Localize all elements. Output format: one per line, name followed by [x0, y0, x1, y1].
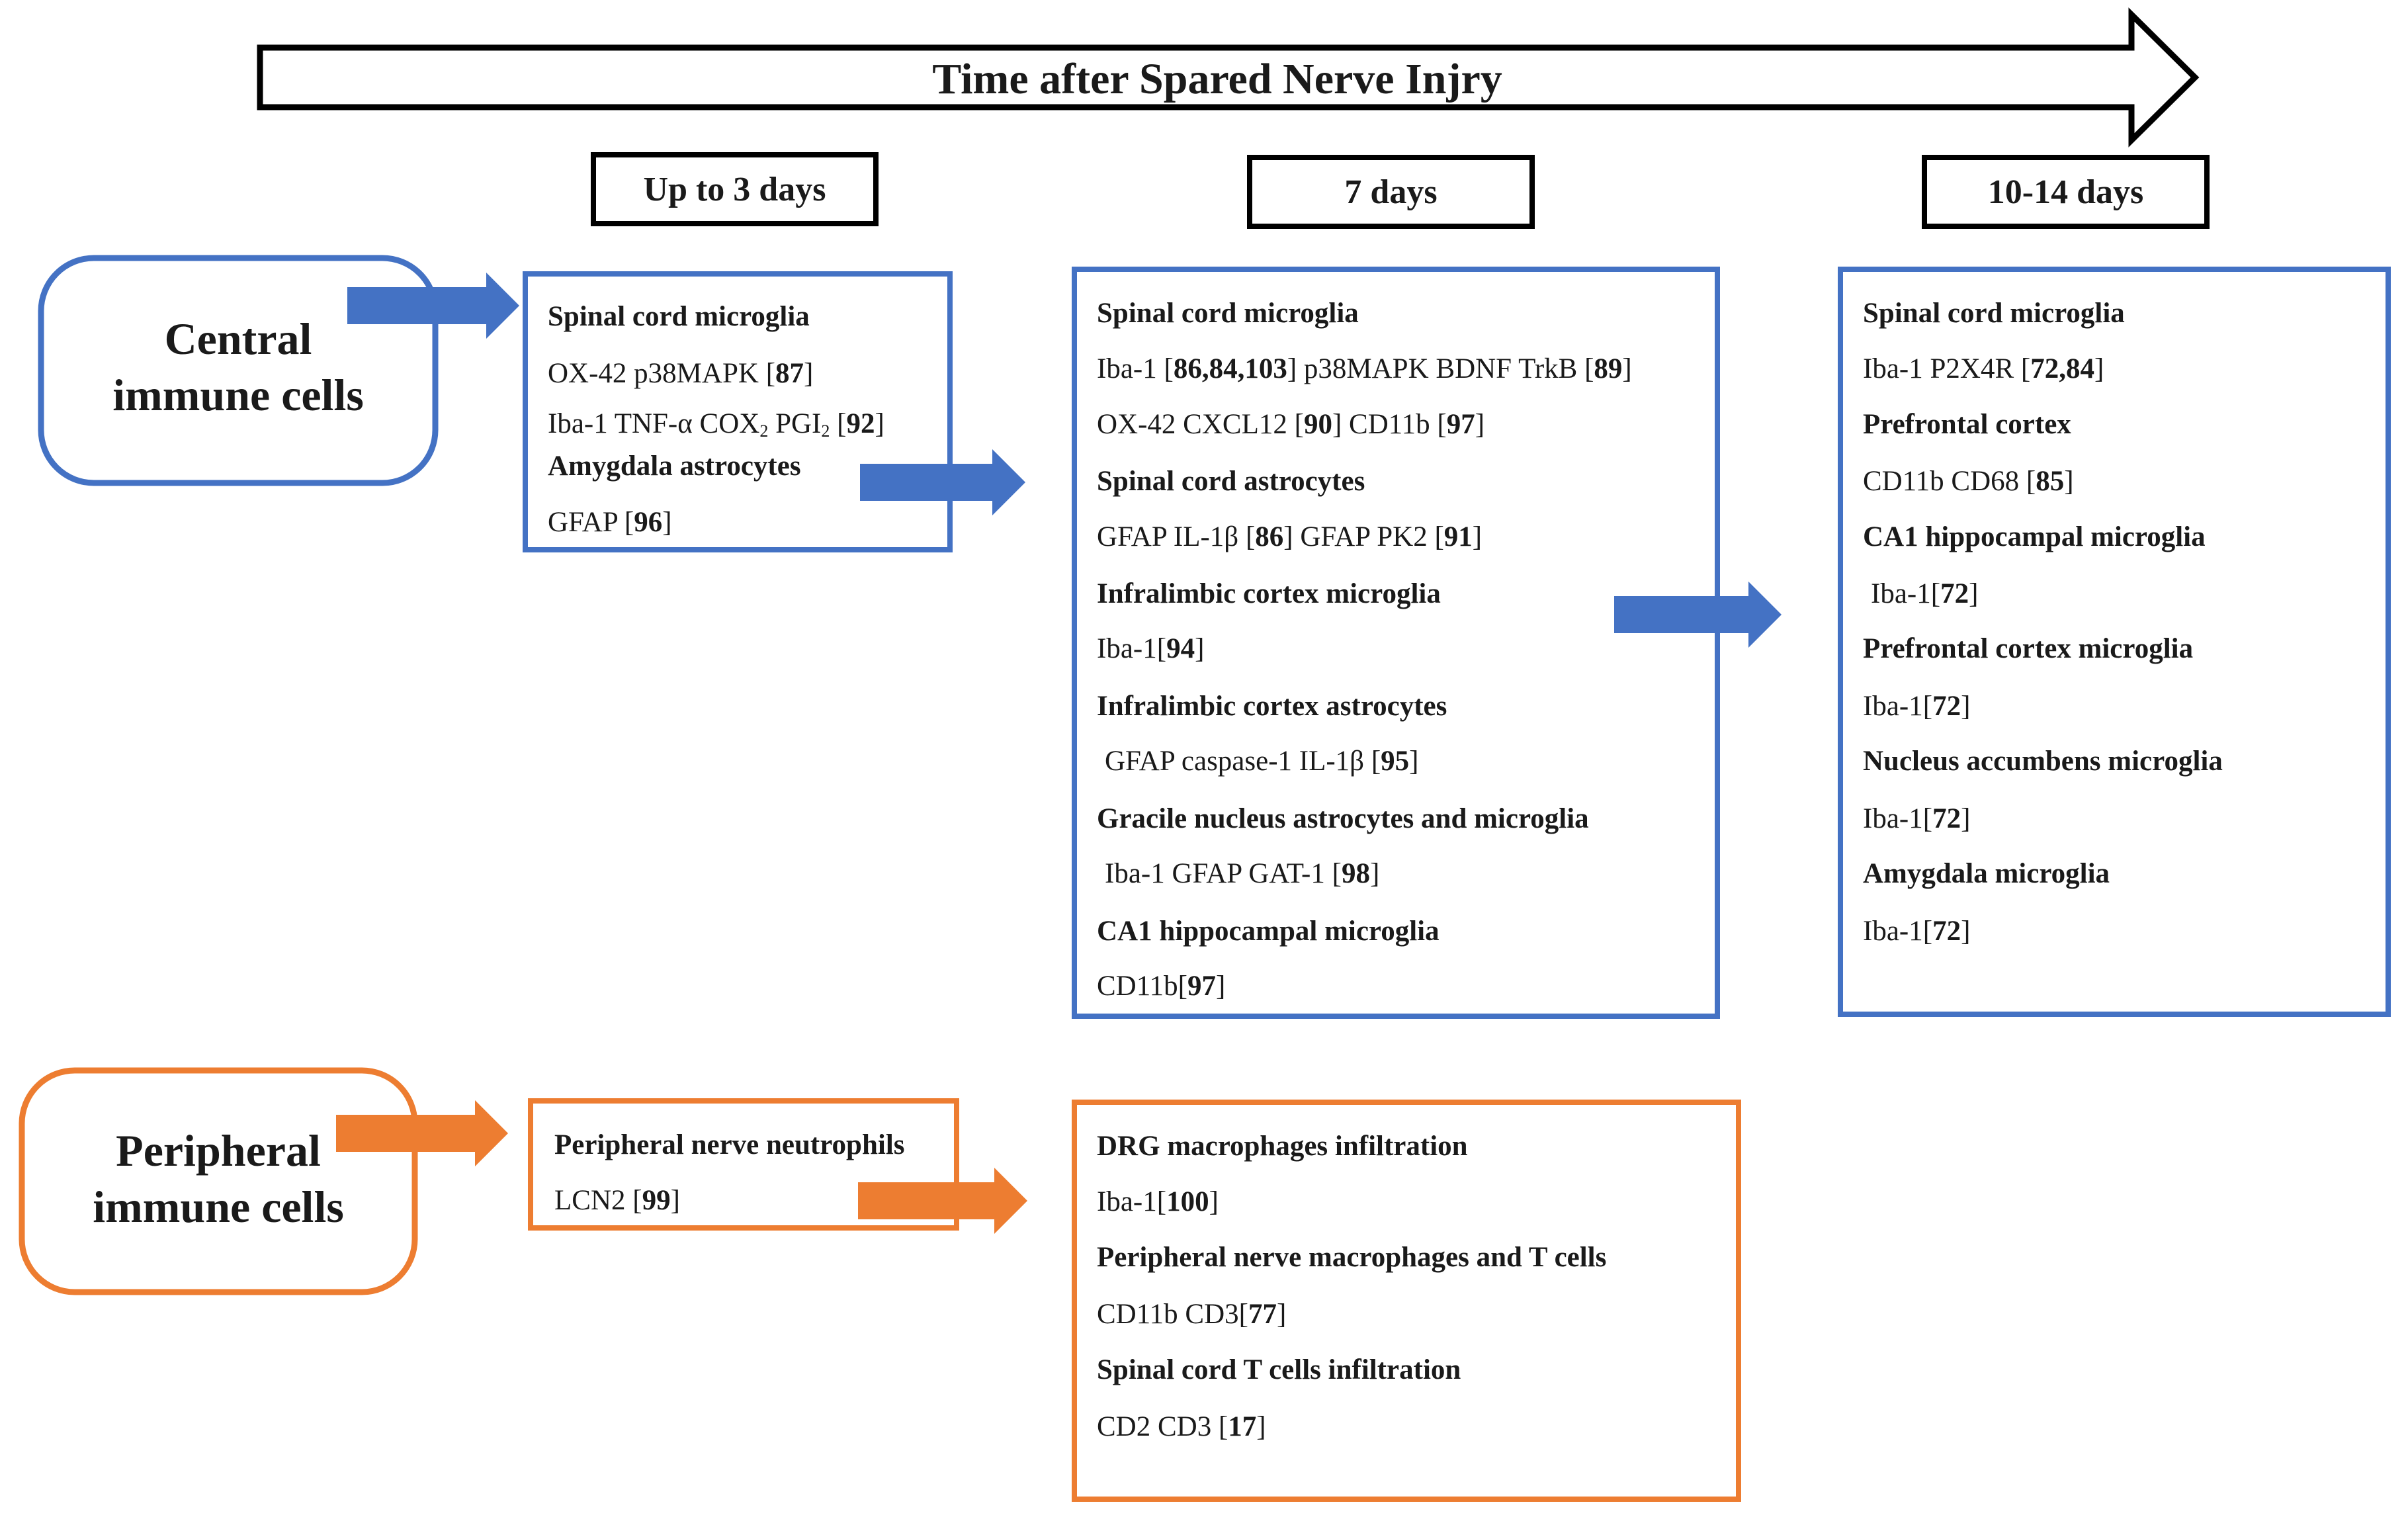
peripheral-up-to-3-days-box: Peripheral nerve neutrophils LCN2 [99]	[528, 1098, 959, 1231]
marker-line: OX-42 CXCL12 [90] CD11b [97]	[1097, 409, 1485, 440]
cell-type-heading: CA1 hippocampal microglia	[1097, 916, 1440, 947]
cell-type-heading: Spinal cord microglia	[548, 301, 810, 332]
central-arrow-1	[347, 273, 519, 339]
cell-type-heading: Amygdala astrocytes	[548, 451, 801, 482]
cell-type-heading: Prefrontal cortex	[1863, 409, 2071, 440]
cell-type-heading: Infralimbic cortex astrocytes	[1097, 691, 1447, 722]
cell-type-heading: Spinal cord microglia	[1863, 298, 2125, 329]
cell-type-heading: Spinal cord T cells infiltration	[1097, 1354, 1461, 1385]
marker-line: CD11b CD3[77]	[1097, 1299, 1287, 1330]
peripheral-arrow-1	[336, 1100, 508, 1166]
central-category-label: Central immune cells	[41, 311, 435, 423]
peripheral-category-frame	[19, 1067, 418, 1295]
central-arrow-2	[860, 449, 1025, 515]
phase-up-to-3-days: Up to 3 days	[591, 152, 879, 226]
cell-type-heading: Prefrontal cortex microglia	[1863, 633, 2194, 664]
cell-type-heading: Nucleus accumbens microglia	[1863, 746, 2223, 777]
marker-line: Iba-1[72]	[1863, 803, 1971, 834]
marker-line: GFAP IL-1β [86] GFAP PK2 [91]	[1097, 521, 1483, 552]
cell-type-heading: Spinal cord microglia	[1097, 298, 1359, 329]
timeline-arrow	[257, 7, 2200, 148]
peripheral-7-days-box: DRG macrophages infiltration Iba-1[100] …	[1072, 1100, 1741, 1502]
central-7-days-box: Spinal cord microglia Iba-1 [86,84,103] …	[1072, 267, 1720, 1019]
marker-line: Iba-1 TNF-α COX2 PGI2 [92]	[548, 408, 884, 441]
central-arrow-3	[1614, 582, 1782, 648]
phase-10-14-days: 10-14 days	[1922, 155, 2210, 229]
cell-type-heading: DRG macrophages infiltration	[1097, 1131, 1468, 1162]
peripheral-arrow-2	[858, 1168, 1027, 1234]
marker-line: Iba-1[72]	[1863, 916, 1971, 947]
category-line-1: Peripheral	[116, 1125, 321, 1176]
phase-label: 7 days	[1344, 173, 1438, 211]
marker-line: CD2 CD3 [17]	[1097, 1411, 1266, 1442]
marker-line: Iba-1 GFAP GAT-1 [98]	[1105, 858, 1380, 889]
cell-type-heading: Peripheral nerve neutrophils	[554, 1129, 905, 1160]
cell-type-heading: Amygdala microglia	[1863, 858, 2110, 889]
cell-type-heading: CA1 hippocampal microglia	[1863, 521, 2206, 552]
cell-type-heading: Peripheral nerve macrophages and T cells	[1097, 1242, 1607, 1273]
marker-line: Iba-1[72]	[1863, 691, 1971, 722]
marker-line: Iba-1 [86,84,103] p38MAPK BDNF TrkB [89]	[1097, 353, 1632, 384]
marker-line: CD11b[97]	[1097, 971, 1226, 1002]
phase-7-days: 7 days	[1247, 155, 1535, 229]
marker-line: GFAP [96]	[548, 507, 672, 538]
central-up-to-3-days-box: Spinal cord microglia OX-42 p38MAPK [87]…	[523, 271, 953, 552]
marker-line: LCN2 [99]	[554, 1185, 680, 1216]
marker-line: OX-42 p38MAPK [87]	[548, 358, 814, 389]
phase-label: 10-14 days	[1987, 173, 2144, 211]
marker-line: CD11b CD68 [85]	[1863, 466, 2074, 497]
peripheral-category-label: Peripheral immune cells	[22, 1123, 415, 1235]
marker-line: GFAP caspase-1 IL-1β [95]	[1105, 746, 1419, 777]
marker-line: Iba-1[72]	[1871, 578, 1979, 609]
cell-type-heading: Spinal cord astrocytes	[1097, 466, 1365, 497]
category-line-1: Central	[164, 314, 312, 364]
timeline-label: Time after Spared Nerve Injry	[932, 55, 1502, 103]
phase-label: Up to 3 days	[643, 170, 826, 208]
category-line-2: immune cells	[112, 370, 364, 420]
central-category-frame	[38, 255, 439, 486]
cell-type-heading: Gracile nucleus astrocytes and microglia	[1097, 803, 1589, 834]
category-line-2: immune cells	[93, 1182, 344, 1232]
central-10-14-days-box: Spinal cord microglia Iba-1 P2X4R [72,84…	[1838, 267, 2391, 1017]
marker-line: Iba-1[100]	[1097, 1186, 1219, 1217]
marker-line: Iba-1 P2X4R [72,84]	[1863, 353, 2104, 384]
cell-type-heading: Infralimbic cortex microglia	[1097, 578, 1441, 609]
marker-line: Iba-1[94]	[1097, 633, 1205, 664]
